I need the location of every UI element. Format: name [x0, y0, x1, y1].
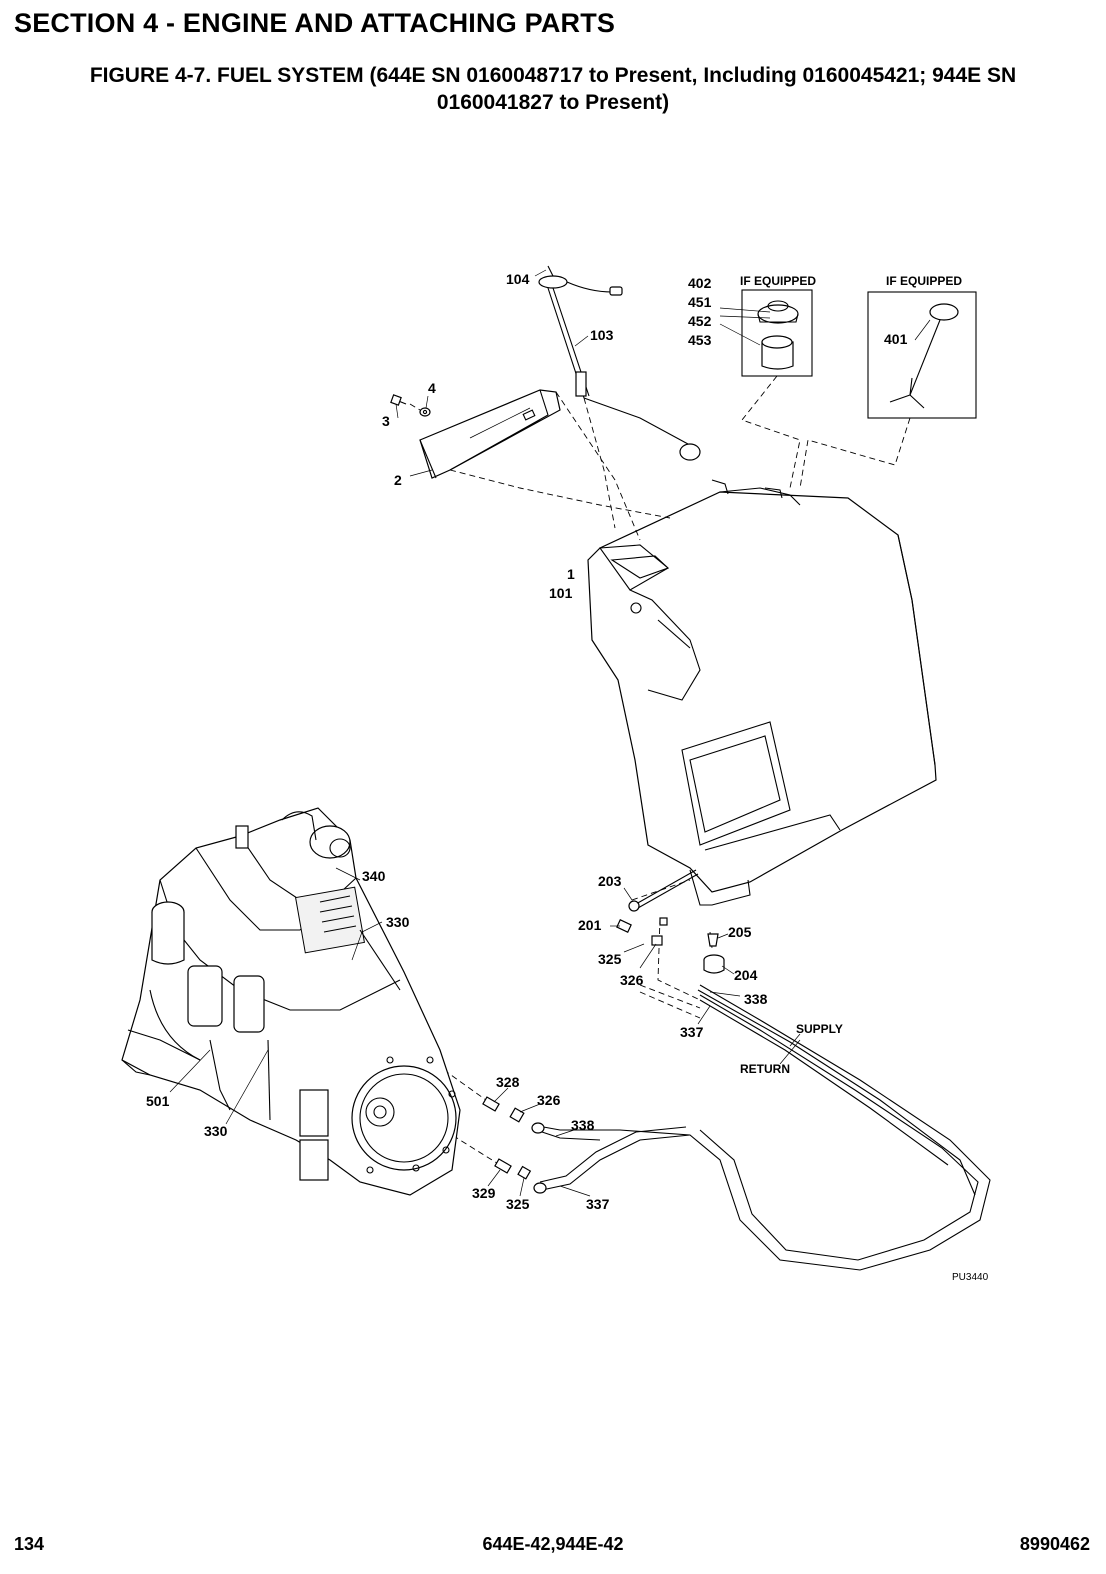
callout-leaders [169, 269, 931, 1197]
if-equipped-note-1: IF EQUIPPED [740, 274, 816, 288]
callout-1: 1 [567, 566, 575, 582]
fuel-tank [587, 479, 937, 906]
bolt-and-washer [390, 394, 431, 417]
fuel-level-sender [538, 265, 701, 461]
callout-203: 203 [598, 873, 622, 889]
callout-103: 103 [590, 327, 614, 343]
fuel-hoses [531, 984, 991, 1271]
callout-338-upper: 338 [744, 991, 768, 1007]
callout-337-upper: 337 [680, 1024, 704, 1040]
tank-fittings [616, 869, 725, 974]
document-number: 8990462 [1019, 1534, 1090, 1554]
callout-340: 340 [362, 868, 386, 884]
callout-330-upper: 330 [386, 914, 410, 930]
locking-cap-detail-box [867, 291, 977, 419]
engine-fittings [482, 1096, 532, 1180]
callout-326-lower: 326 [537, 1092, 561, 1108]
callout-2: 2 [394, 472, 402, 488]
callout-201: 201 [578, 917, 602, 933]
figure-title-line2: 0160041827 to Present) [436, 91, 670, 114]
return-label: RETURN [740, 1062, 790, 1076]
figure-title-line1: FIGURE 4-7. FUEL SYSTEM (644E SN 0160048… [89, 64, 1017, 87]
engine-assembly [121, 807, 461, 1196]
callout-402: 402 [688, 275, 712, 291]
callout-401: 401 [884, 331, 908, 347]
callout-101: 101 [549, 585, 573, 601]
callout-204: 204 [734, 967, 758, 983]
callout-329: 329 [472, 1185, 496, 1201]
figure-title: FIGURE 4-7. FUEL SYSTEM (644E SN 0160048… [40, 62, 1066, 116]
callout-325-upper: 325 [598, 951, 622, 967]
model-number: 644E-42,944E-42 [482, 1534, 624, 1554]
fuel-cap-detail-box [741, 289, 813, 377]
callout-338-lower: 338 [571, 1117, 595, 1133]
tank-cover-bracket [419, 389, 561, 479]
drawing-number: PU3440 [952, 1272, 989, 1283]
if-equipped-note-2: IF EQUIPPED [886, 274, 962, 288]
callout-451: 451 [688, 294, 712, 310]
callout-4: 4 [428, 380, 436, 396]
section-title: SECTION 4 - ENGINE AND ATTACHING PARTS [14, 8, 616, 38]
callout-326-upper: 326 [620, 972, 644, 988]
callout-330-lower: 330 [204, 1123, 228, 1139]
callout-325-lower: 325 [506, 1196, 530, 1212]
callout-501: 501 [146, 1093, 170, 1109]
page-number: 134 [14, 1534, 45, 1554]
callout-328: 328 [496, 1074, 520, 1090]
callout-452: 452 [688, 313, 712, 329]
callout-3: 3 [382, 413, 390, 429]
callout-337-lower: 337 [586, 1196, 610, 1212]
callout-453: 453 [688, 332, 712, 348]
callout-205: 205 [728, 924, 752, 940]
supply-label: SUPPLY [796, 1022, 843, 1036]
callout-104: 104 [506, 271, 530, 287]
